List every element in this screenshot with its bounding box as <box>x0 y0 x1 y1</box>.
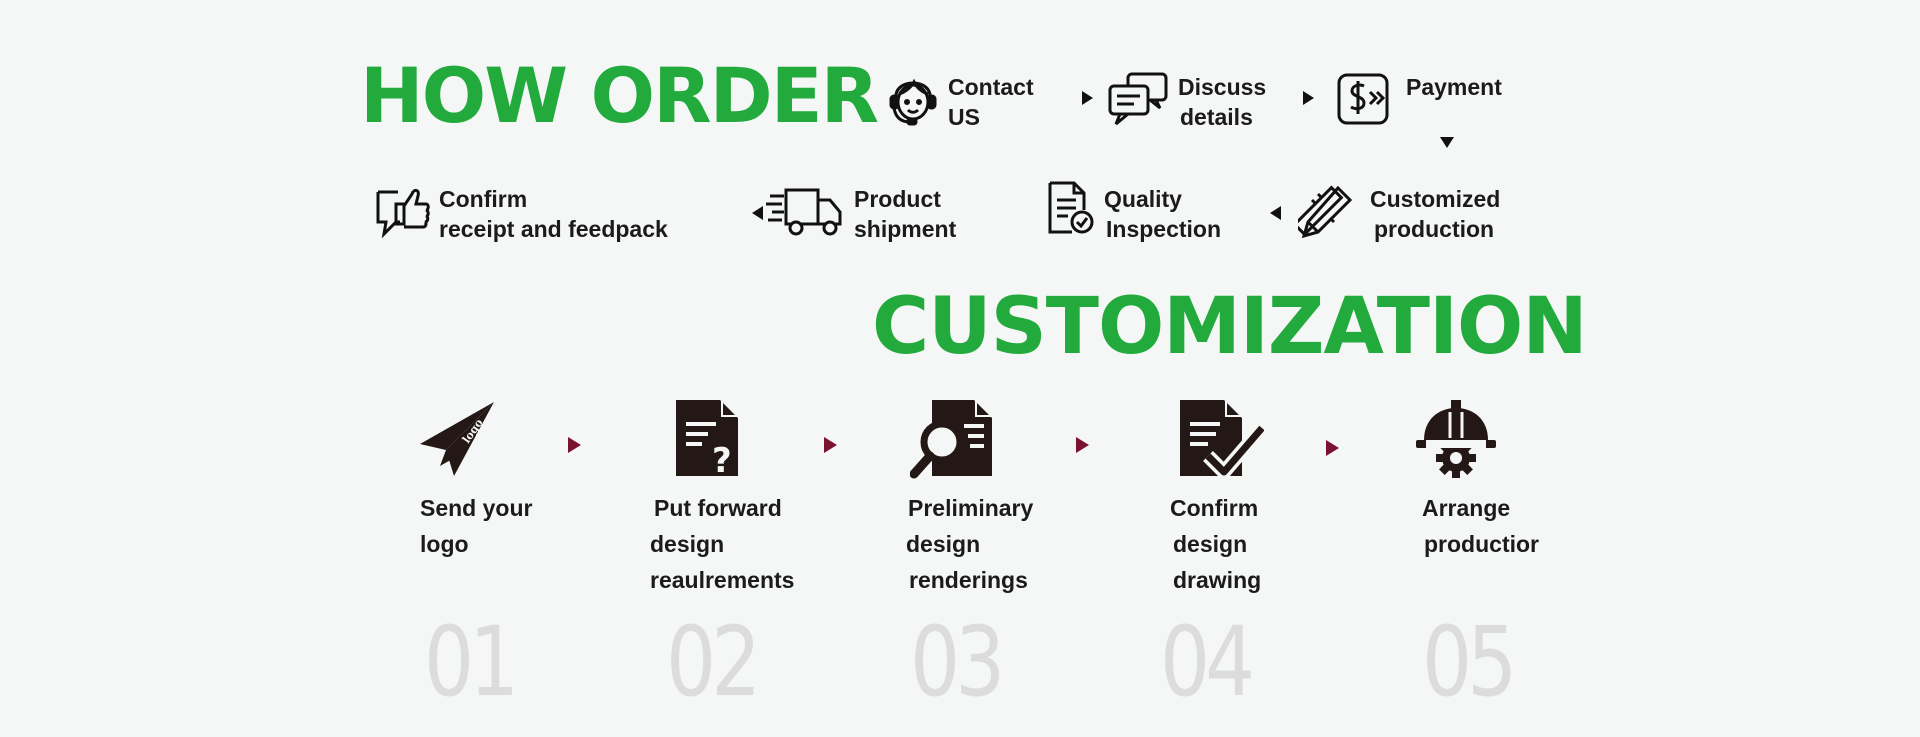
step-label-line1: Contact <box>948 74 1034 100</box>
step-number: 05 <box>1422 606 1517 718</box>
flow-arrow-right <box>1082 91 1093 105</box>
step-label-line2: shipment <box>854 216 957 242</box>
thumbs-up-icon <box>374 184 430 238</box>
custom-step-line: Put forward <box>654 495 782 521</box>
custom-step-line: Confirm <box>1170 495 1259 521</box>
document-checkmark-icon <box>1178 398 1264 478</box>
custom-step-line: design <box>650 531 725 557</box>
step-label-line1: Quality <box>1104 186 1182 212</box>
pencil-ruler-icon <box>1298 184 1354 240</box>
customer-service-icon <box>884 68 942 132</box>
dollar-payment-icon <box>1336 72 1394 126</box>
svg-text:?: ? <box>712 441 732 478</box>
document-check-icon <box>1046 180 1096 236</box>
chat-bubbles-icon <box>1106 70 1170 130</box>
custom-step-arrange-production: Arrange productior <box>1422 490 1539 562</box>
custom-step-line: productior <box>1424 531 1539 557</box>
custom-step-preliminary-renderings: Preliminary design renderings <box>906 490 1033 598</box>
custom-step-line: design <box>1173 531 1248 557</box>
custom-step-line: design <box>906 531 981 557</box>
custom-step-line: drawing <box>1173 567 1262 593</box>
step-discuss-details: Discuss details <box>1178 72 1266 132</box>
step-label-line2: receipt and feedpack <box>439 216 668 242</box>
step-label-line2: US <box>948 104 980 130</box>
customization-title: CUSTOMIZATION <box>872 282 1588 372</box>
custom-step-line: Send your <box>420 495 533 521</box>
delivery-truck-icon <box>766 186 844 238</box>
step-payment: Payment <box>1406 72 1502 102</box>
step-quality-inspection: Quality Inspection <box>1104 184 1221 244</box>
step-number: 04 <box>1160 606 1255 718</box>
step-label-line2: details <box>1180 104 1253 130</box>
step-label-line1: Payment <box>1406 74 1502 100</box>
step-label-line1: Product <box>854 186 941 212</box>
step-product-shipment: Product shipment <box>854 184 956 244</box>
hardhat-gear-icon <box>1414 398 1498 480</box>
custom-step-line: renderings <box>909 567 1028 593</box>
step-label-line1: Confirm <box>439 186 528 212</box>
flow-arrow-left <box>1270 206 1281 220</box>
flow-arrow-left <box>752 206 763 220</box>
flow-arrow-down <box>1440 137 1454 148</box>
custom-step-line: Arrange <box>1422 495 1511 521</box>
flow-arrow-right <box>1326 440 1339 456</box>
custom-step-line: reaulrements <box>650 567 795 593</box>
step-confirm-receipt: Confirm receipt and feedpack <box>439 184 668 244</box>
step-contact-us: Contact US <box>948 72 1034 132</box>
step-label-line2: production <box>1374 216 1495 242</box>
document-magnifier-icon <box>910 398 994 480</box>
step-number: 01 <box>424 606 519 718</box>
custom-step-line: Preliminary <box>908 495 1034 521</box>
flow-arrow-right <box>568 437 581 453</box>
document-question-icon: ? <box>674 398 742 478</box>
paper-plane-logo-icon: logo <box>418 400 496 478</box>
custom-step-line: logo <box>420 531 469 557</box>
how-order-title: HOW ORDER <box>360 51 879 140</box>
step-label-line1: Customized <box>1370 186 1501 212</box>
flow-arrow-right <box>1076 437 1089 453</box>
step-number: 03 <box>910 606 1005 718</box>
flow-arrow-right <box>1303 91 1314 105</box>
step-label-line1: Discuss <box>1178 74 1267 100</box>
custom-step-confirm-drawing: Confirm design drawing <box>1170 490 1261 598</box>
step-customized-production: Customized production <box>1370 184 1500 244</box>
step-number: 02 <box>666 606 761 718</box>
custom-step-send-logo: Send your logo <box>420 490 532 562</box>
custom-step-design-requirements: Put forward design reaulrements <box>650 490 794 598</box>
step-label-line2: Inspection <box>1106 216 1222 242</box>
flow-arrow-right <box>824 437 837 453</box>
